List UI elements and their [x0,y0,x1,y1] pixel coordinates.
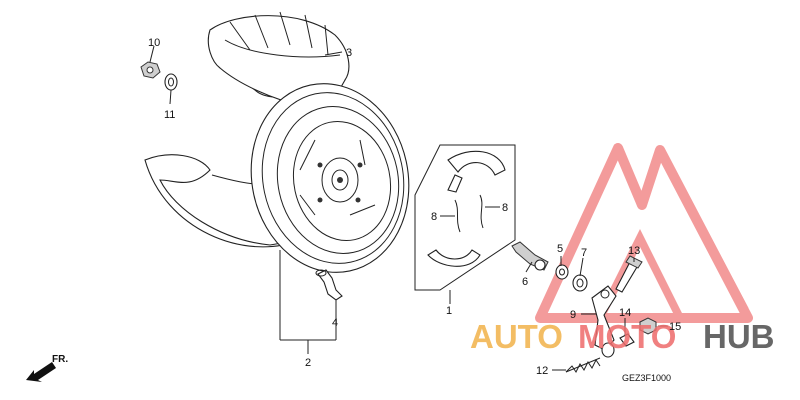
diagram-code: GEZ3F1000 [622,373,671,383]
callout-10: 12 [536,365,548,377]
seal-7 [572,274,588,292]
washer-5 [555,264,569,280]
callout-3: 3 [346,47,352,59]
bolt-11 [615,255,643,293]
watermark-auto: AUTO [470,318,563,355]
callout-8-right: 8 [502,202,508,214]
spring-10 [565,357,601,373]
callout-4: 4 [332,317,338,329]
brake-arm [591,285,617,358]
valve-stem [315,269,343,301]
callout-6: 6 [522,276,528,288]
front-arrow: FR. [26,354,68,382]
callout-15: 15 [669,321,681,333]
callouts: 10 11 3 4 2 1 8 8 6 5 7 13 9 14 15 12 [148,37,681,377]
watermark-hub: HUB [703,318,775,355]
brake-cam [511,241,549,271]
wheel [250,83,410,273]
callout-14: 14 [619,307,631,319]
callout-9: 9 [570,309,576,321]
callout-8-left: 8 [431,211,437,223]
callout-5: 5 [557,243,563,255]
watermark: AUTO MOTO HUB [470,318,775,355]
nut-12 [140,61,161,79]
brake-shoe-kit [414,144,516,291]
leader-lines [149,45,668,371]
watermark-moto: MOTO [578,318,676,355]
front-arrow-label: FR. [52,354,68,365]
nut-15 [639,317,657,335]
callout-12: 10 [148,37,160,49]
callout-7: 7 [581,247,587,259]
callout-11: 13 [628,245,640,257]
watermark-logo [535,143,753,323]
callout-13: 11 [164,109,175,121]
callout-1: 1 [446,305,452,317]
washer-13 [164,73,178,91]
callout-2: 2 [305,357,311,369]
